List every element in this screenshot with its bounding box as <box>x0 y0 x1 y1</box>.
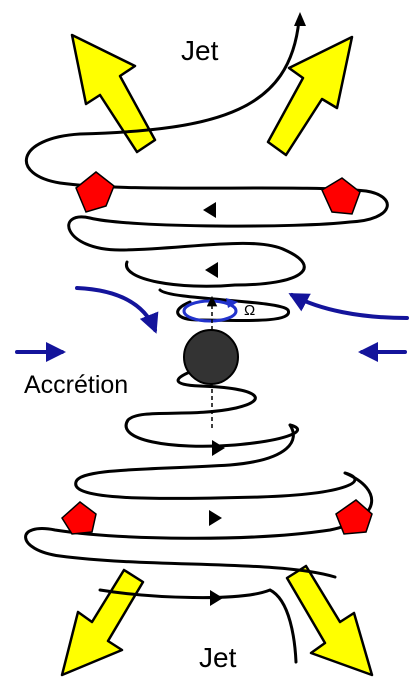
accretion-arrow-upper-left-icon <box>75 286 159 334</box>
plasma-blobs <box>61 171 373 535</box>
spiral-arrowhead-1-icon <box>203 202 216 218</box>
accretion-arrows <box>15 286 409 362</box>
jet-arrow-top-left-icon <box>70 33 157 154</box>
spiral-arrowhead-4-icon <box>209 510 222 526</box>
jet-arrow-bottom-right-icon <box>285 564 374 677</box>
blob-bottom-left-icon <box>61 501 97 535</box>
central-object-icon <box>183 329 239 385</box>
spiral-arrowhead-3-icon <box>212 440 225 456</box>
jet-label-top: Jet <box>181 35 219 66</box>
spiral-direction-arrows <box>203 12 306 606</box>
jet-arrow-top-right-icon <box>266 35 354 157</box>
spiral-ring-wiggle <box>158 288 290 323</box>
blob-top-left-icon <box>75 171 115 213</box>
rotation-indicator: Ω <box>182 298 255 323</box>
blob-top-right-icon <box>321 177 361 215</box>
accretion-label: Accrétion <box>24 371 128 399</box>
spiral-arrowhead-2-icon <box>205 262 218 278</box>
jet-arrows <box>60 33 374 677</box>
spiral-lower-path <box>24 370 374 664</box>
omega-label: Ω <box>244 302 255 319</box>
rotation-ring-arrowhead-icon <box>226 298 238 308</box>
spiral-upper-path <box>24 18 389 288</box>
spiral-arrowhead-5-icon <box>210 590 223 606</box>
jet-arrow-bottom-left-icon <box>60 568 145 677</box>
spiral-top-arrowhead-icon <box>294 12 306 26</box>
accretion-arrow-upper-right-icon <box>288 293 409 320</box>
jet-label-bottom: Jet <box>199 642 237 673</box>
blob-bottom-right-icon <box>335 499 373 535</box>
